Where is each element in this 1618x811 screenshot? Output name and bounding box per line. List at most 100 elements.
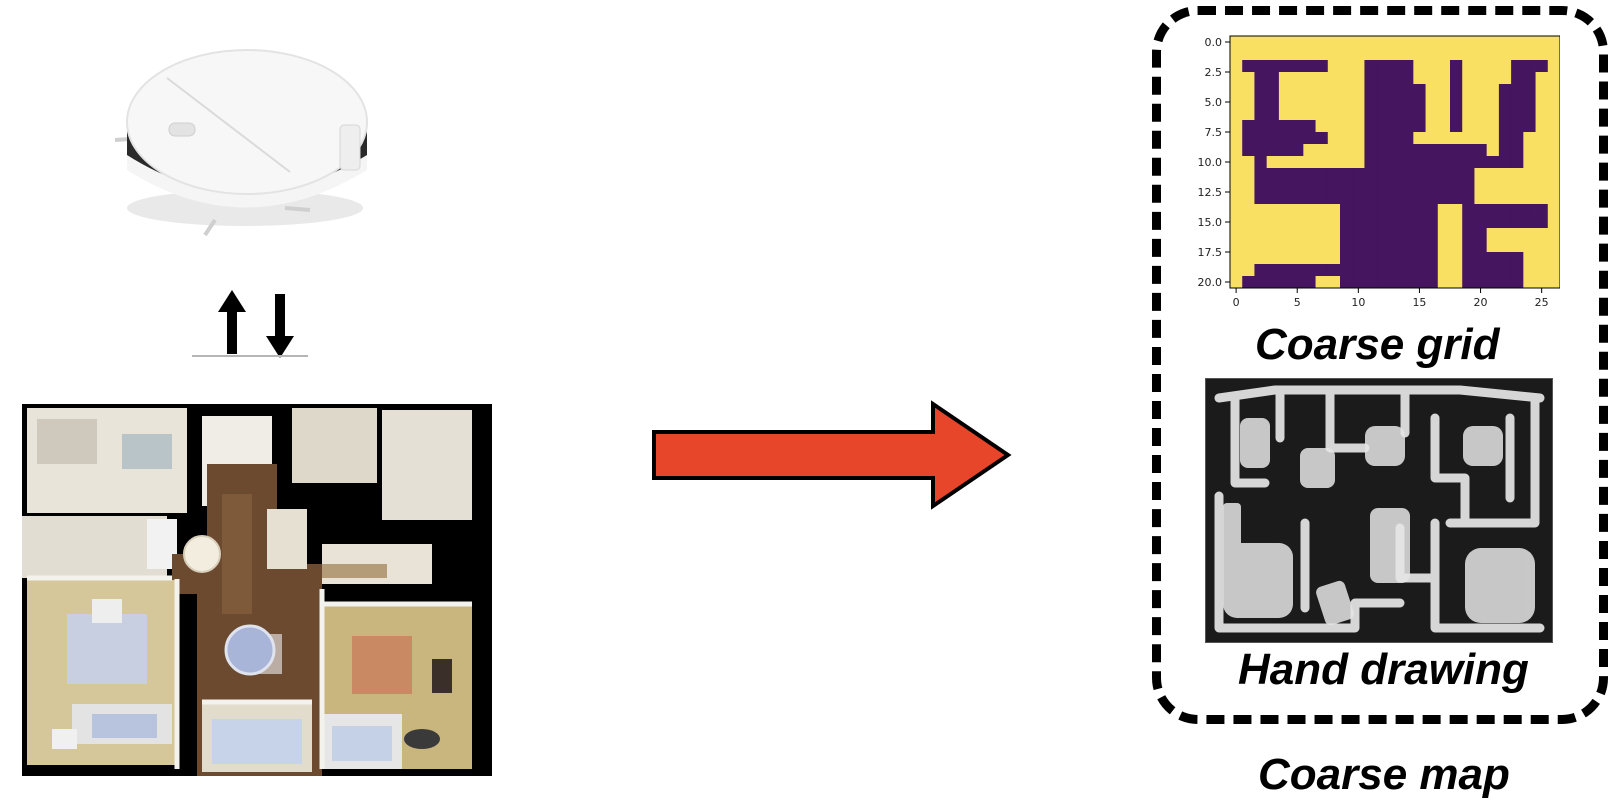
heatmap-cell <box>1462 252 1475 265</box>
heatmap-cell <box>1486 60 1500 73</box>
heatmap-cell <box>1352 48 1365 61</box>
heatmap-cell <box>1425 144 1439 157</box>
heatmap-cell <box>1278 204 1292 217</box>
heatmap-cell <box>1425 156 1439 169</box>
heatmap-cell <box>1242 240 1255 253</box>
heatmap-cell <box>1401 84 1414 97</box>
heatmap-cell <box>1327 204 1341 217</box>
heatmap-cell <box>1547 84 1560 97</box>
heatmap-cell <box>1547 72 1560 85</box>
heatmap-cell <box>1266 120 1280 133</box>
heatmap-cell <box>1437 228 1451 241</box>
heatmap-cell <box>1242 144 1255 157</box>
heatmap-cell <box>1535 36 1549 49</box>
heatmap-cell <box>1486 168 1500 181</box>
heatmap-cell <box>1425 168 1439 181</box>
heatmap-cell <box>1511 84 1524 97</box>
heatmap-cell <box>1291 84 1304 97</box>
heatmap-cell <box>1425 252 1439 265</box>
heatmap-cell <box>1340 264 1353 277</box>
heatmap-cell <box>1303 84 1316 97</box>
heatmap-cell <box>1462 240 1475 253</box>
heatmap-cell <box>1266 240 1280 253</box>
heatmap-cell <box>1413 144 1426 157</box>
heatmap-cell <box>1486 228 1500 241</box>
heatmap-cell <box>1303 228 1316 241</box>
heatmap-cell <box>1388 72 1402 85</box>
heatmap-cell <box>1511 228 1524 241</box>
heatmap-cell <box>1511 240 1524 253</box>
heatmap-cell <box>1291 276 1304 289</box>
heatmap-cell <box>1547 60 1560 73</box>
heatmap-cell <box>1327 276 1341 289</box>
heatmap-cell <box>1364 168 1378 181</box>
heatmap-cell <box>1266 252 1280 265</box>
heatmap-cell <box>1535 48 1549 61</box>
heatmap-cell <box>1230 72 1243 85</box>
heatmap-cell <box>1486 252 1500 265</box>
heatmap-cell <box>1364 120 1378 133</box>
heatmap-cell <box>1523 156 1536 169</box>
heatmap-cell <box>1462 264 1475 277</box>
heatmap-cell <box>1352 240 1365 253</box>
heatmap-cell <box>1462 120 1475 133</box>
heatmap-cell <box>1401 168 1414 181</box>
heatmap-cell <box>1291 228 1304 241</box>
heatmap-cell <box>1535 132 1549 145</box>
heatmap-cell <box>1437 144 1451 157</box>
hand-drawing-image <box>1205 378 1553 643</box>
heatmap-cell <box>1266 192 1280 205</box>
heatmap-cell <box>1376 276 1390 289</box>
heatmap-cell <box>1266 96 1280 109</box>
heatmap-cell <box>1450 240 1463 253</box>
heatmap-cell <box>1230 144 1243 157</box>
heatmap-cell <box>1388 144 1402 157</box>
heatmap-cell <box>1278 192 1292 205</box>
heatmap-cell <box>1450 216 1463 229</box>
heatmap-cell <box>1437 120 1451 133</box>
heatmap-cell <box>1486 192 1500 205</box>
heatmap-cell <box>1327 216 1341 229</box>
heatmap-cell <box>1352 132 1365 145</box>
heatmap-cell <box>1388 192 1402 205</box>
heatmap-cell <box>1315 216 1329 229</box>
heatmap-cell <box>1388 180 1402 193</box>
heatmap-cell <box>1474 132 1488 145</box>
heatmap-cell <box>1523 240 1536 253</box>
heatmap-cell <box>1303 72 1316 85</box>
heatmap-cell <box>1535 144 1549 157</box>
heatmap-cell <box>1278 60 1292 73</box>
heatmap-cell <box>1413 108 1426 121</box>
heatmap-cell <box>1474 156 1488 169</box>
heatmap-cell <box>1230 60 1243 73</box>
heatmap-cell <box>1535 72 1549 85</box>
heatmap-cell <box>1254 168 1268 181</box>
heatmap-cell <box>1498 36 1512 49</box>
heatmap-cell <box>1523 144 1536 157</box>
heatmap-cell <box>1278 48 1292 61</box>
heatmap-cell <box>1352 108 1365 121</box>
heatmap-cell <box>1523 168 1536 181</box>
heatmap-cell <box>1376 144 1390 157</box>
heatmap-cell <box>1242 168 1255 181</box>
heatmap-cell <box>1388 204 1402 217</box>
heatmap-cell <box>1511 132 1524 145</box>
heatmap-cell <box>1230 276 1243 289</box>
heatmap-cell <box>1327 108 1341 121</box>
heatmap-cell <box>1352 228 1365 241</box>
heatmap-cell <box>1278 168 1292 181</box>
heatmap-cell <box>1462 216 1475 229</box>
heatmap-cell <box>1535 156 1549 169</box>
heatmap-cell <box>1474 96 1488 109</box>
heatmap-cell <box>1486 120 1500 133</box>
heatmap-cell <box>1413 72 1426 85</box>
heatmap-cell <box>1266 48 1280 61</box>
heatmap-cell <box>1242 228 1255 241</box>
heatmap-cell <box>1376 240 1390 253</box>
heatmap-cell <box>1486 204 1500 217</box>
heatmap-cell <box>1413 228 1426 241</box>
x-tick-label: 15 <box>1412 296 1426 309</box>
heatmap-cell <box>1462 204 1475 217</box>
heatmap-cell <box>1315 228 1329 241</box>
heatmap-cell <box>1401 144 1414 157</box>
